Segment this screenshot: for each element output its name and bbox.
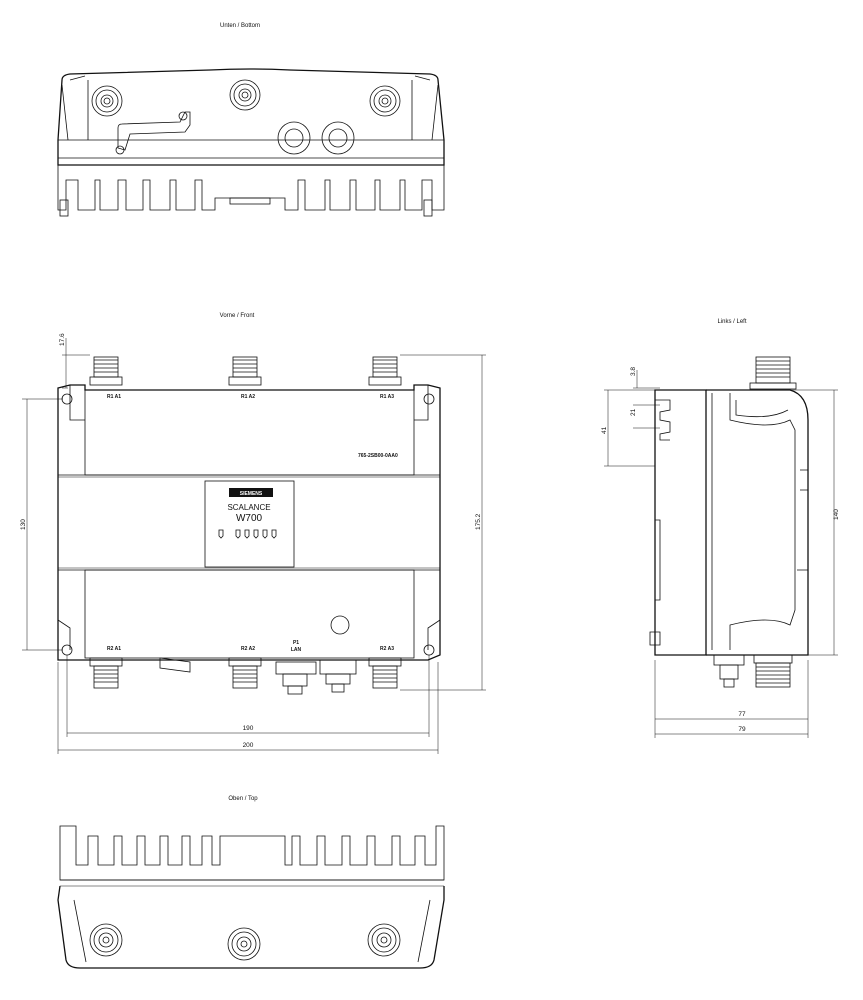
dim-side-d6: 79 [738, 726, 746, 733]
front-dimensions [22, 338, 486, 754]
bottom-view-drawing [57, 68, 445, 217]
port-label-r1a3: R1 A3 [380, 394, 394, 400]
dim-side-d5: 77 [738, 711, 746, 718]
title-bottom-view: Unten / Bottom [220, 23, 260, 29]
dim-side-d3: 41 [601, 426, 608, 434]
top-view-drawing [57, 825, 445, 969]
brand-logo: SIEMENS [240, 491, 263, 497]
port-label-r2a1: R2 A1 [107, 646, 121, 652]
lan-p1-label: P1 [293, 640, 299, 646]
left-dimensions [604, 370, 838, 738]
dim-width-mount: 190 [243, 725, 254, 732]
dim-height-total: 175.2 [475, 513, 482, 530]
title-top-view: Oben / Top [228, 796, 258, 802]
title-left-view: Links / Left [717, 319, 746, 325]
dim-width-total: 200 [243, 742, 254, 749]
port-label-r2a3: R2 A3 [380, 646, 394, 652]
port-label-r1a1: R1 A1 [107, 394, 121, 400]
product-name: SCALANCE [227, 503, 270, 512]
left-view-drawing [649, 356, 809, 688]
dim-top-offset: 17.6 [59, 333, 66, 346]
lan-label: LAN [291, 647, 302, 653]
dim-side-d4: 140 [833, 509, 840, 520]
product-model: W700 [236, 513, 263, 524]
title-front-view: Vorne / Front [220, 313, 255, 319]
port-label-r2a2: R2 A2 [241, 646, 255, 652]
dim-side-d1: 3.8 [630, 367, 637, 376]
part-number: 765-2SB00-0AA0 [358, 453, 398, 459]
dim-side-d2: 21 [630, 408, 637, 416]
port-label-r1a2: R1 A2 [241, 394, 255, 400]
front-view-drawing [57, 356, 486, 695]
dim-height-mount: 130 [20, 519, 27, 530]
